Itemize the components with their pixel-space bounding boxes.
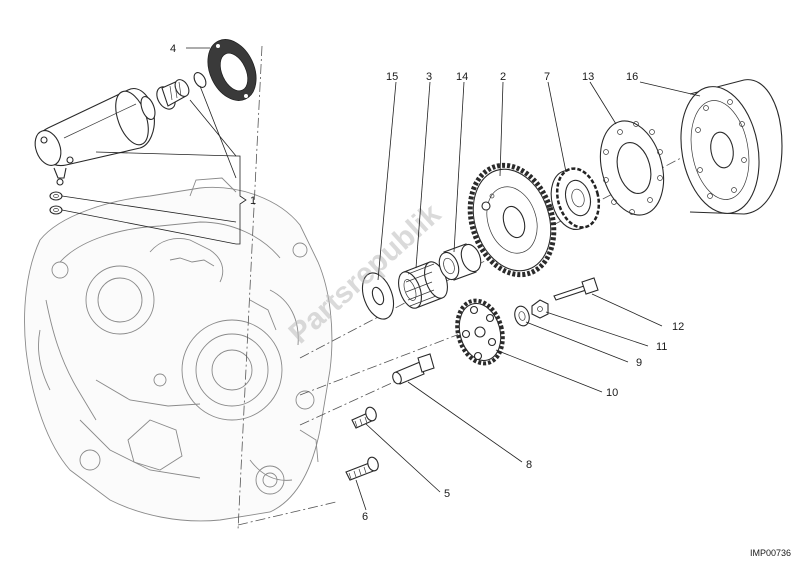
- gear-washer: [514, 305, 530, 327]
- gear-bolt: [553, 277, 599, 301]
- starter-clip: [193, 72, 207, 88]
- callout-15: 15: [386, 71, 398, 83]
- bushing: [438, 243, 482, 281]
- thrust-washer: [361, 272, 395, 320]
- screw-short: [351, 406, 377, 429]
- callout-5: 5: [444, 488, 450, 500]
- freewheel-sprag: [550, 167, 601, 230]
- callout-8: 8: [526, 459, 532, 471]
- clutch-ring: [599, 120, 665, 216]
- idler-gear: [455, 298, 505, 366]
- callout-16: 16: [626, 71, 638, 83]
- screw-long: [345, 456, 379, 481]
- kit-bracket: [236, 155, 247, 245]
- starter-gasket: [207, 39, 257, 101]
- starter-motor: [34, 88, 156, 186]
- starter-pinion: [156, 79, 190, 110]
- callout-14: 14: [456, 71, 468, 83]
- idler-shaft: [392, 353, 435, 385]
- callout-labels: 4 1 15 3 14 2 7 13 16 12 11 9 10 8 5 6: [170, 43, 684, 523]
- callout-4: 4: [170, 43, 176, 55]
- intermediate-gear: [467, 162, 557, 278]
- callout-12: 12: [672, 321, 684, 333]
- callout-9: 9: [636, 357, 642, 369]
- callout-10: 10: [606, 387, 618, 399]
- callout-6: 6: [362, 511, 368, 523]
- crankcase: [24, 177, 333, 522]
- callout-13: 13: [582, 71, 594, 83]
- document-code: IMP00736: [750, 548, 791, 558]
- callout-3: 3: [426, 71, 432, 83]
- starter-washers: [49, 191, 63, 215]
- gear-nut: [531, 299, 549, 319]
- callout-7: 7: [544, 71, 550, 83]
- leader-lines: [61, 47, 701, 511]
- flywheel-rotor: [680, 79, 783, 215]
- callout-2: 2: [500, 71, 506, 83]
- callout-11: 11: [656, 341, 667, 353]
- callout-1: 1: [250, 195, 256, 207]
